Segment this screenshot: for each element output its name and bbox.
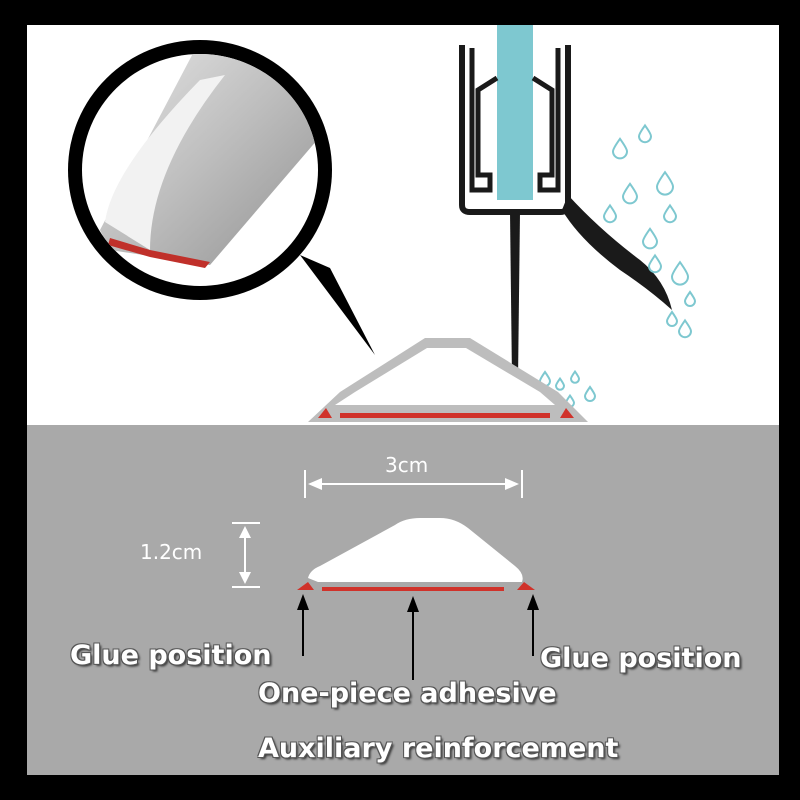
water-drop (637, 123, 653, 144)
water-drop (670, 260, 690, 286)
floor-glue-left (318, 408, 332, 418)
auxiliary-reinforcement-label: Auxiliary reinforcement (258, 733, 619, 764)
floor-strip-adhesive (340, 413, 550, 418)
one-piece-adhesive-label: One-piece adhesive (258, 678, 557, 709)
water-drop (569, 369, 581, 384)
profile-adhesive (322, 587, 504, 591)
water-drop (621, 182, 639, 205)
water-drop (665, 310, 679, 327)
profile-cross-section (297, 518, 535, 591)
seal-vertical-fin (510, 212, 520, 380)
seal-sweep-fin (562, 195, 672, 310)
height-dimension (232, 522, 260, 588)
water-drop (683, 290, 697, 307)
glue-position-left-label: Glue position (70, 640, 272, 671)
floor-strip (308, 338, 588, 422)
height-label: 1.2cm (140, 540, 203, 564)
water-drop (602, 203, 618, 224)
water-drop (655, 170, 675, 196)
floor-glue-right (560, 408, 574, 418)
magnified-adhesive (108, 238, 210, 268)
profile-body (308, 518, 523, 582)
water-drops (538, 123, 697, 408)
glue-position-right-label: Glue position (540, 643, 742, 674)
water-drop (611, 137, 629, 160)
pointer-arrows (297, 594, 539, 680)
glass-seal-assembly (459, 25, 672, 380)
water-drop (641, 227, 659, 250)
width-label: 3cm (385, 453, 429, 477)
water-drop (662, 203, 678, 224)
water-drop (583, 385, 597, 402)
magnifier-callout (68, 40, 375, 355)
strip-end-face (105, 75, 225, 250)
channel-inner-right (531, 48, 561, 193)
water-drop (554, 376, 566, 391)
channel-inner-left (469, 48, 499, 193)
profile-glue-right (517, 582, 535, 590)
profile-glue-left (297, 582, 314, 590)
glass-panel (497, 25, 533, 200)
bottom-panel (27, 425, 779, 775)
callout-pointer (300, 255, 375, 355)
water-drop (677, 318, 693, 339)
floor-strip-highlight (335, 348, 555, 405)
magnified-strip (100, 54, 318, 265)
width-dimension (304, 470, 523, 498)
water-drop (647, 253, 663, 274)
